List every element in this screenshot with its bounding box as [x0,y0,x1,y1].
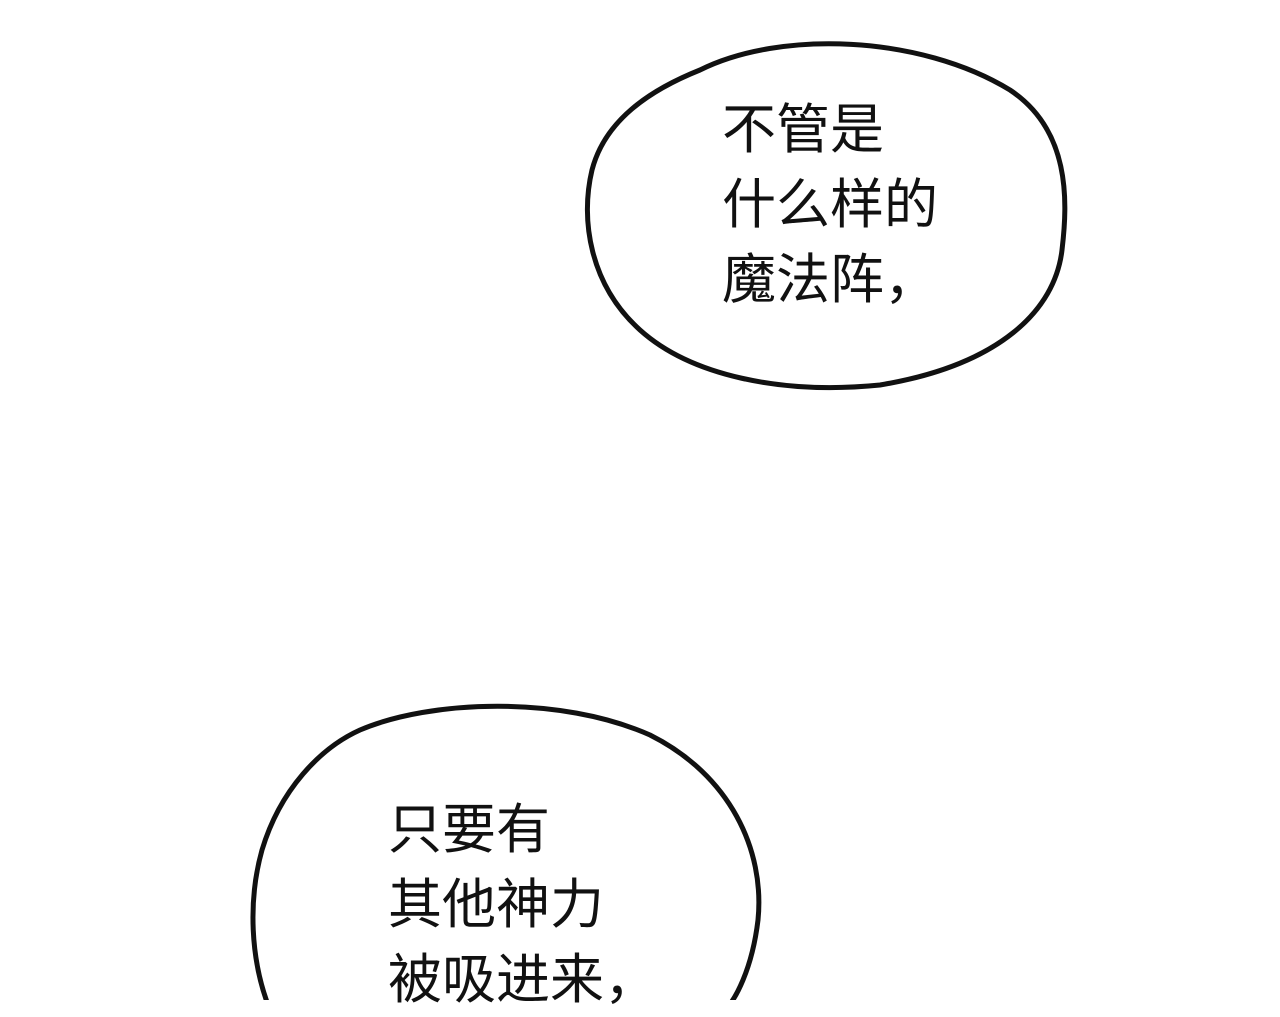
speech-bubble-2-text: 只要有 其他神力 被吸进来， [388,792,658,1017]
speech-bubble-2 [250,703,762,1000]
text-line: 其他神力 [388,873,604,936]
text-line: 魔法阵， [722,248,938,311]
text-line: 被吸进来， [388,948,658,1011]
speech-bubble-1 [584,41,1068,391]
text-line: 不管是 [722,98,884,161]
speech-bubble-1-text: 不管是 什么样的 魔法阵， [722,92,938,317]
text-line: 只要有 [388,798,550,861]
text-line: 什么样的 [722,173,938,236]
